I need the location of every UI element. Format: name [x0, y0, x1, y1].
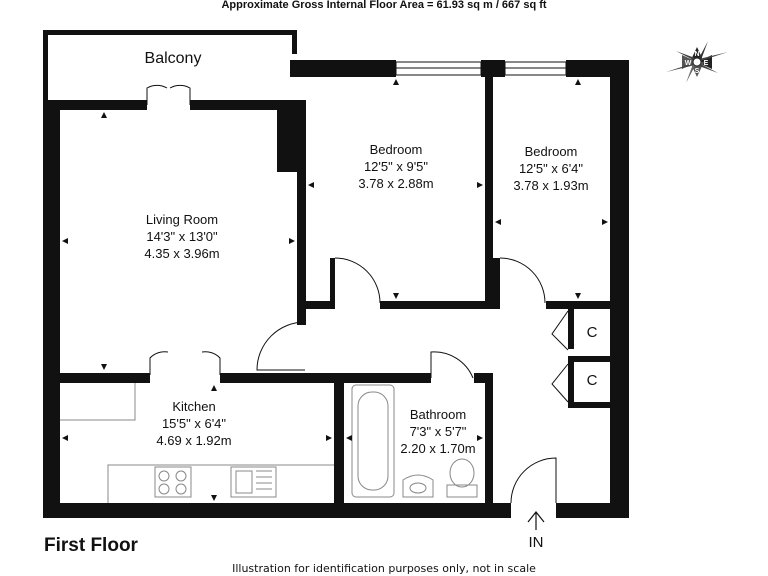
kitchen-imperial: 15'5" x 6'4": [162, 416, 226, 431]
compass-icon: N E S W: [666, 41, 728, 83]
windows: [395, 61, 567, 76]
living-door: [256, 321, 306, 371]
bedroom1-metric: 3.78 x 2.88m: [358, 176, 433, 191]
entrance-door: [510, 457, 557, 504]
bedroom1-imperial: 12'5" x 9'5": [364, 159, 428, 174]
compass-n: N: [694, 51, 699, 58]
kitchen-metric: 4.69 x 1.92m: [156, 433, 231, 448]
dimension-markers: [62, 79, 608, 501]
bathroom-imperial: 7'3" x 5'7": [410, 424, 467, 439]
entrance-arrow-icon: [527, 511, 545, 530]
balcony-label: Balcony: [145, 50, 202, 67]
bedroom2-metric: 3.78 x 1.93m: [513, 178, 588, 193]
closet1-door: [551, 310, 569, 351]
walls: [43, 30, 629, 518]
disclaimer-text: Illustration for identification purposes…: [232, 562, 536, 575]
door-swings: [146, 84, 569, 504]
kitchen-units: [60, 383, 334, 503]
bedroom2-door: [499, 257, 546, 304]
compass-w: W: [685, 60, 692, 67]
washbasin: [402, 474, 434, 498]
toilet: [446, 484, 478, 498]
bathroom-fixtures: [351, 384, 478, 498]
bedroom2-imperial: 12'5" x 6'4": [519, 161, 583, 176]
living-room-metric: 4.35 x 3.96m: [144, 246, 219, 261]
bathroom-label: Bathroom: [410, 407, 466, 422]
balcony-door-right: [169, 84, 191, 105]
compass-s: S: [695, 68, 700, 75]
balcony-door-left: [146, 84, 168, 105]
floor-area-title: Approximate Gross Internal Floor Area = …: [221, 0, 547, 11]
living-room-imperial: 14'3" x 13'0": [146, 229, 218, 244]
entrance-label: IN: [529, 534, 544, 551]
sink: [230, 466, 277, 498]
bathroom-door: [430, 351, 474, 379]
bathroom-metric: 2.20 x 1.70m: [400, 441, 475, 456]
closet2-label: C: [587, 372, 598, 389]
compass-e: E: [704, 60, 709, 67]
kitchen-label: Kitchen: [172, 399, 215, 414]
closet2-door: [551, 363, 569, 403]
floor-label: First Floor: [44, 535, 138, 556]
hob: [154, 466, 192, 498]
kitchen-door-left: [149, 351, 169, 375]
living-room-label: Living Room: [146, 212, 218, 227]
closet1-label: C: [587, 324, 598, 341]
kitchen-door-right: [201, 351, 221, 375]
bedroom1-door: [334, 257, 381, 304]
bedroom2-label: Bedroom: [525, 144, 578, 159]
bedroom1-label: Bedroom: [370, 142, 423, 157]
